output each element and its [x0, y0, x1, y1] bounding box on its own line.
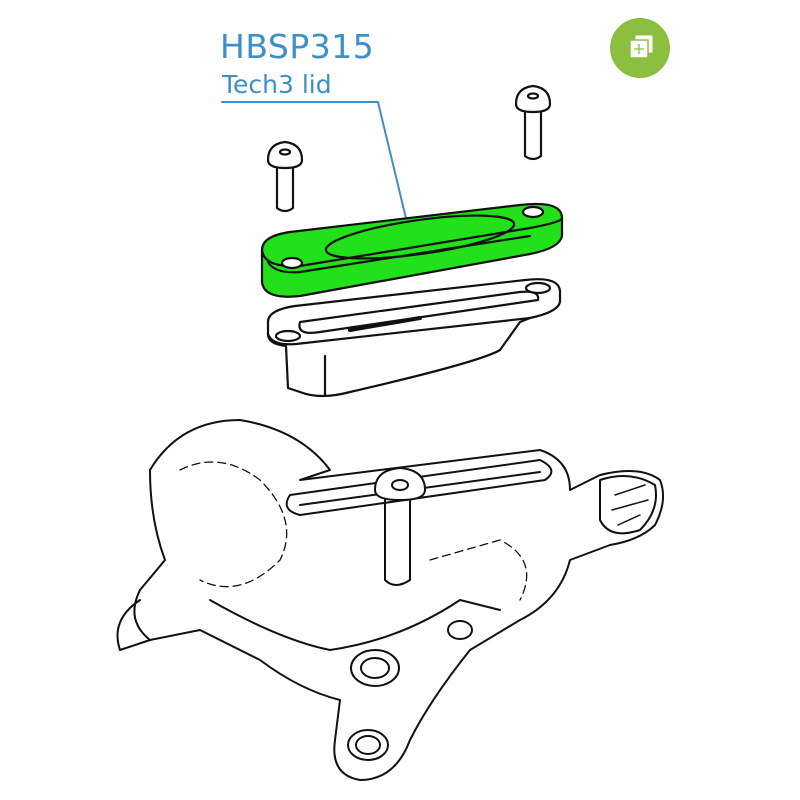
screw-right [514, 84, 552, 161]
part-name-label: Tech3 lid [222, 70, 332, 99]
tech3-lid-highlighted [260, 202, 564, 298]
reservoir-body [266, 278, 562, 398]
screw-left [266, 140, 304, 213]
part-code-label: HBSP315 [220, 27, 375, 66]
lever-body [116, 419, 665, 781]
zoom-expand-icon [629, 34, 654, 59]
zoom-button[interactable] [610, 18, 670, 78]
